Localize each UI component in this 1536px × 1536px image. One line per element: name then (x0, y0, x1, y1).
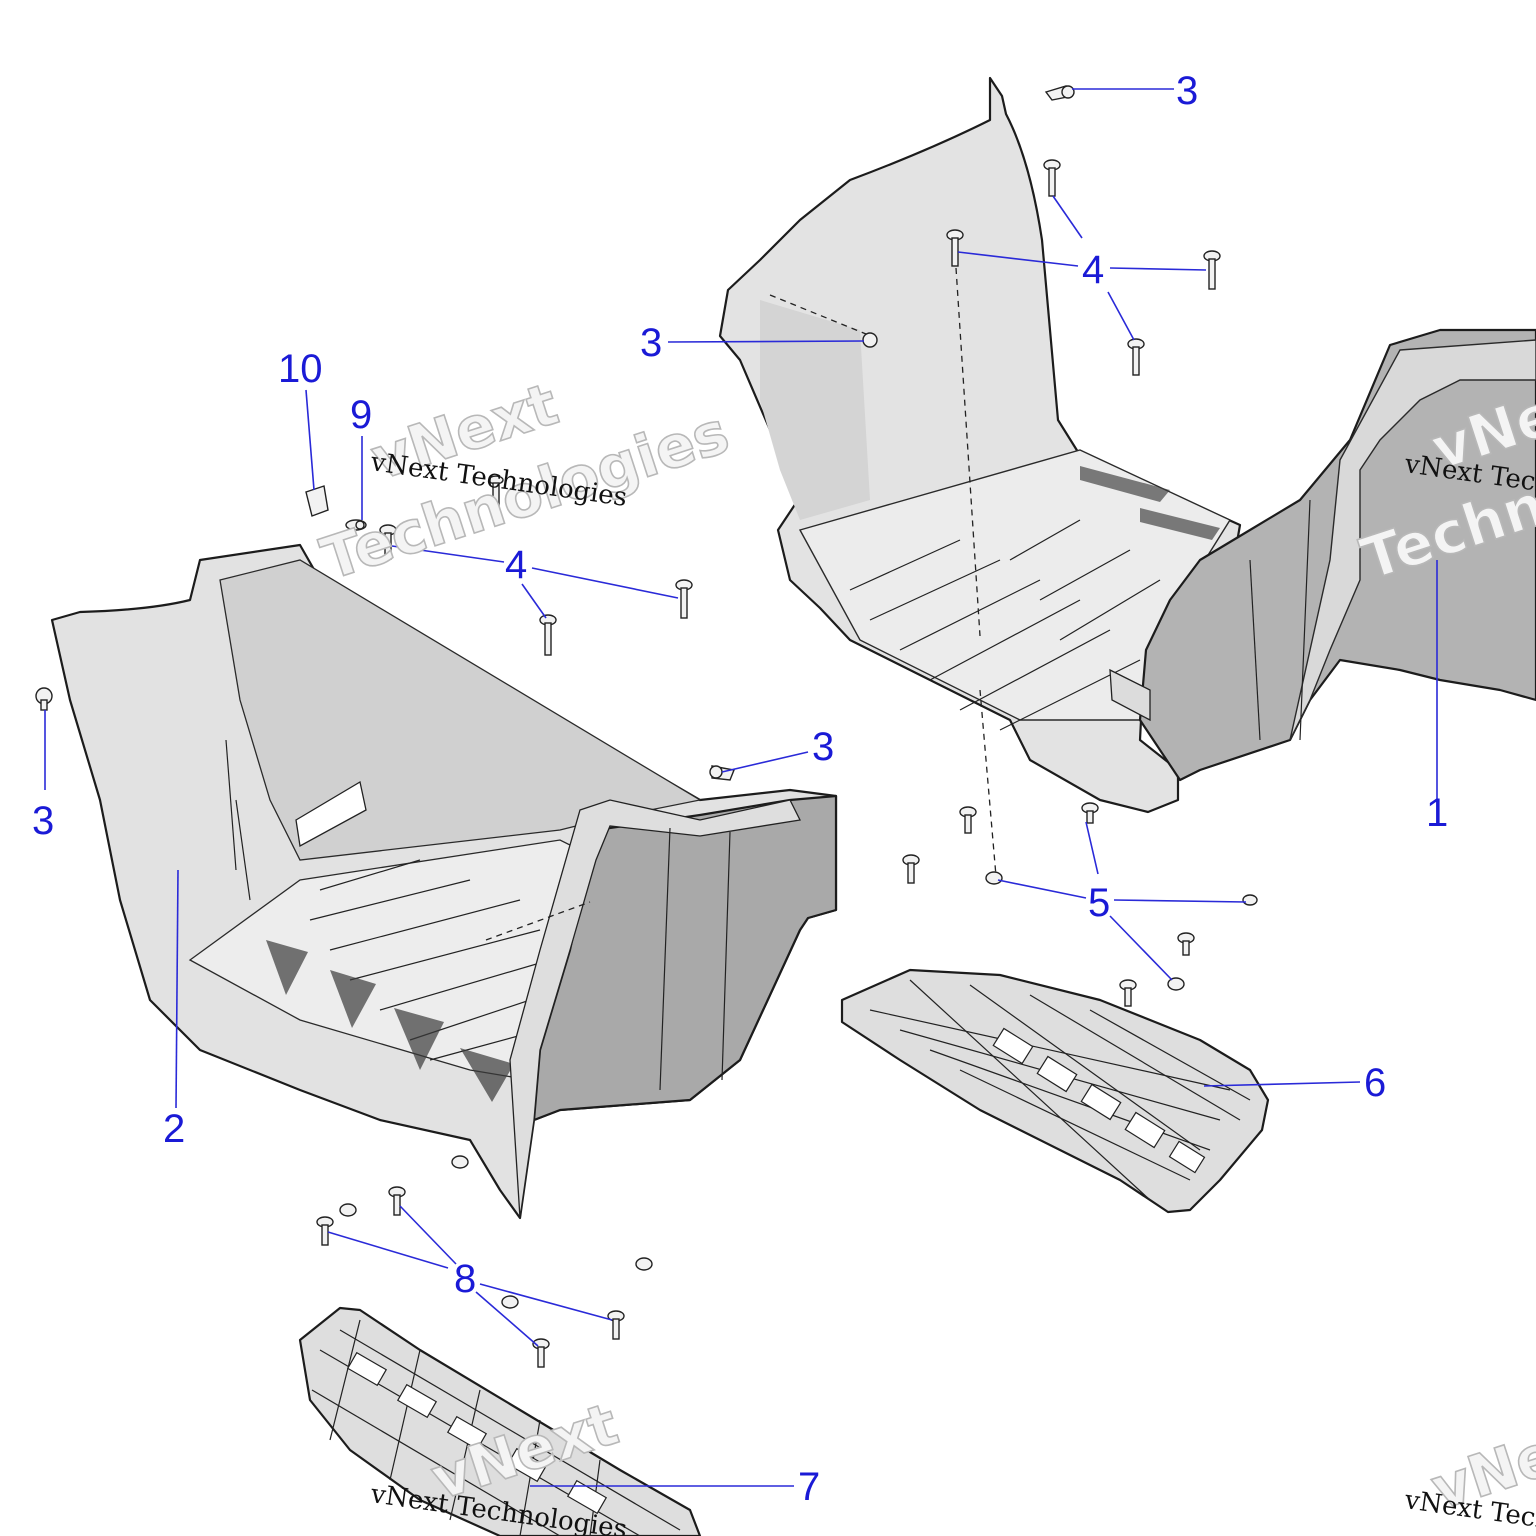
bolt-8a (316, 1216, 334, 1246)
callout-10: 10 (278, 347, 323, 391)
washer-9 (345, 519, 367, 531)
rivet-3c (35, 687, 53, 711)
nut-5d (985, 871, 1003, 885)
callout-8: 8 (454, 1257, 476, 1301)
bolt-4c (1203, 250, 1221, 290)
nut-5b (1081, 802, 1099, 824)
nut-5f (1177, 932, 1195, 956)
callout-4-left: 4 (505, 543, 527, 587)
callout-3-left: 3 (32, 799, 54, 843)
clip-10 (305, 485, 329, 517)
nut-5c (902, 854, 920, 884)
callout-9: 9 (350, 393, 372, 437)
part-7-left-footrest (298, 1306, 702, 1536)
part-1-right-footwell (718, 76, 1536, 814)
part-2-left-footwell (50, 543, 838, 1220)
callout-3-mid: 3 (640, 321, 662, 365)
rivet-3a (1044, 85, 1075, 101)
bolt-8c (607, 1310, 625, 1340)
bolt-4e (379, 524, 397, 560)
bolt-8d (532, 1338, 550, 1368)
callout-6: 6 (1364, 1061, 1386, 1105)
bolt-4h (488, 475, 504, 516)
callout-4-right: 4 (1082, 248, 1104, 292)
callout-3-top: 3 (1176, 69, 1198, 113)
callout-1: 1 (1426, 791, 1448, 835)
nut-5e (1242, 894, 1258, 906)
callout-3-right: 3 (812, 725, 834, 769)
bolt-8b (388, 1186, 406, 1216)
bolt-4a (1043, 159, 1061, 197)
bolt-4f (675, 579, 693, 619)
part-6-right-footrest (840, 968, 1270, 1214)
bolt-4d (1127, 338, 1145, 376)
callout-labels: 3 3 3 3 4 4 5 1 2 6 7 8 9 10 (32, 69, 1448, 1509)
callout-7: 7 (798, 1465, 820, 1509)
callout-5: 5 (1088, 881, 1110, 925)
nut-5h (1167, 977, 1185, 991)
nut-5g (1119, 979, 1137, 1007)
nut-5a (959, 806, 977, 834)
rivet-3b (862, 332, 878, 348)
rivet-3d (709, 765, 735, 781)
leader-lines (44, 88, 1438, 1487)
fasteners (35, 85, 1258, 1368)
callout-2: 2 (163, 1107, 185, 1151)
assembly-lines (485, 267, 997, 941)
bolt-4g (539, 614, 557, 656)
